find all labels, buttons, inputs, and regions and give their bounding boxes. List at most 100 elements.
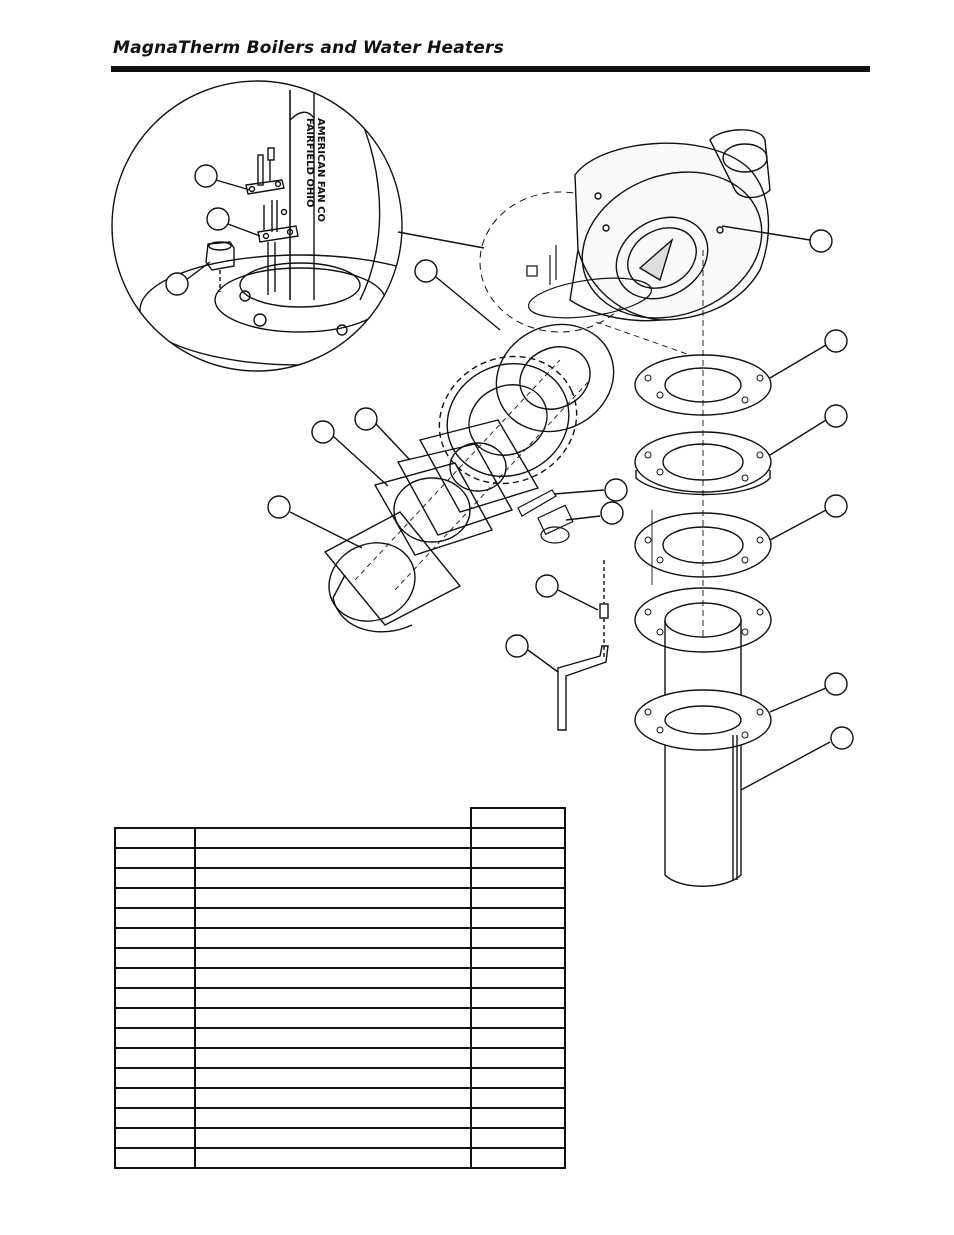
table-cell	[194, 1107, 472, 1129]
header-cell	[470, 807, 566, 829]
table-cell	[114, 1007, 196, 1029]
table-cell	[470, 867, 566, 889]
table-cell	[470, 1087, 566, 1109]
callout-bubble	[165, 272, 189, 296]
table-cell	[194, 1067, 472, 1089]
table-cell	[470, 1047, 566, 1069]
table-cell	[470, 1107, 566, 1129]
callout-bubble	[414, 259, 438, 283]
table-row	[114, 947, 566, 969]
table-cell	[114, 967, 196, 989]
table-row	[114, 887, 566, 909]
zoom-leader-line	[397, 231, 485, 249]
table-row	[114, 1007, 566, 1029]
blower-label-line1: AMERICAN FAN CO	[315, 118, 326, 222]
table-cell	[470, 1127, 566, 1149]
table-row	[114, 1047, 566, 1069]
table-row	[114, 1127, 566, 1149]
table-cell	[114, 867, 196, 889]
table-row	[114, 1107, 566, 1129]
table-row	[114, 987, 566, 1009]
callout-bubble	[311, 420, 335, 444]
table-cell	[470, 847, 566, 869]
blower-label-line2: FAIRFIELD OHIO	[304, 118, 315, 207]
table-cell	[470, 1027, 566, 1049]
switch-parts	[517, 489, 574, 544]
callout-bubble	[505, 634, 529, 658]
callout-bubble	[824, 329, 848, 353]
callout-bubbles	[165, 164, 854, 791]
table-cell	[194, 907, 472, 929]
burner-flange-stack	[595, 250, 772, 887]
table-cell	[114, 1087, 196, 1109]
table-cell	[470, 947, 566, 969]
table-row	[114, 927, 566, 949]
table-cell	[194, 867, 472, 889]
table-cell	[194, 847, 472, 869]
table-cell	[194, 887, 472, 909]
table-cell	[114, 947, 196, 969]
table-cell	[194, 1147, 472, 1169]
table-cell	[114, 1067, 196, 1089]
table-cell	[114, 1127, 196, 1149]
callout-bubble	[809, 229, 833, 253]
table-cell	[114, 827, 196, 849]
parts-table-header-row	[115, 807, 566, 829]
table-cell	[470, 967, 566, 989]
table-cell	[470, 1067, 566, 1089]
header-cell	[195, 808, 471, 828]
table-cell	[470, 1007, 566, 1029]
table-cell	[470, 887, 566, 909]
table-cell	[470, 907, 566, 929]
table-row	[114, 847, 566, 869]
table-cell	[114, 847, 196, 869]
table-cell	[470, 987, 566, 1009]
callout-bubble	[194, 164, 218, 188]
table-cell	[194, 967, 472, 989]
table-row	[114, 1067, 566, 1089]
table-cell	[470, 1147, 566, 1169]
table-row	[114, 1087, 566, 1109]
table-cell	[114, 1047, 196, 1069]
callout-bubble	[824, 404, 848, 428]
callout-bubble	[600, 501, 624, 525]
callout-bubble	[824, 494, 848, 518]
callout-bubble	[830, 726, 854, 750]
table-cell	[194, 947, 472, 969]
callout-bubble	[824, 672, 848, 696]
table-cell	[194, 927, 472, 949]
table-cell	[194, 1007, 472, 1029]
table-cell	[114, 927, 196, 949]
detail-zoom-circle: AMERICAN FAN CO FAIRFIELD OHIO	[111, 80, 403, 372]
callout-bubble	[604, 478, 628, 502]
table-cell	[194, 827, 472, 849]
table-row	[114, 1147, 566, 1169]
callout-bubble	[206, 207, 230, 231]
table-row	[114, 1027, 566, 1049]
inlet-gasket-stack	[323, 323, 615, 633]
flange-bolt-holes	[644, 374, 764, 739]
table-row	[114, 867, 566, 889]
table-row	[114, 967, 566, 989]
table-cell	[114, 1107, 196, 1129]
callout-bubble	[267, 495, 291, 519]
header-rule	[111, 66, 870, 72]
table-cell	[194, 1027, 472, 1049]
combustion-blower	[569, 129, 771, 322]
table-cell	[194, 1047, 472, 1069]
table-cell	[194, 987, 472, 1009]
table-cell	[470, 927, 566, 949]
header-cell	[115, 808, 195, 828]
table-row	[114, 907, 566, 929]
callout-bubble	[535, 574, 559, 598]
table-cell	[470, 827, 566, 849]
table-row	[114, 827, 566, 849]
table-cell	[194, 1087, 472, 1109]
table-cell	[114, 1027, 196, 1049]
table-cell	[114, 987, 196, 1009]
table-cell	[114, 887, 196, 909]
callout-bubble	[354, 407, 378, 431]
rod-and-fitting	[557, 560, 609, 731]
parts-list-table	[114, 807, 566, 1169]
